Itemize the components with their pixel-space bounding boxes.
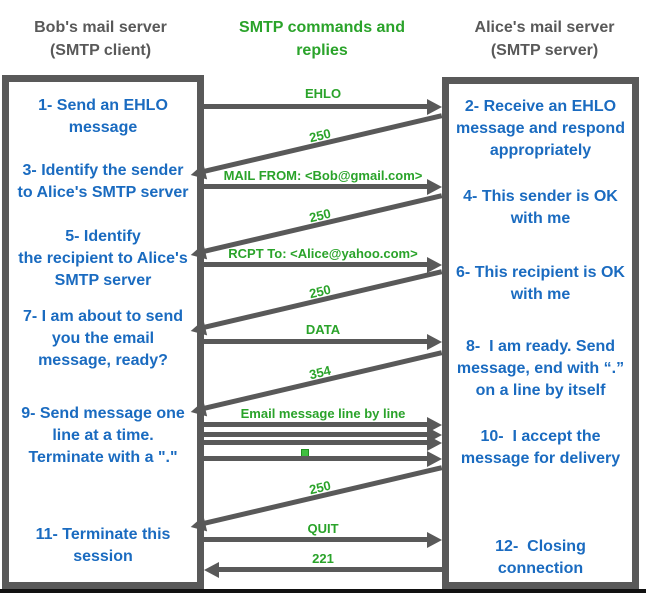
arrow-email-terminator: [204, 450, 442, 467]
arrow-reply-354: [203, 350, 443, 411]
server-step-4: 4- This sender is OK with me: [463, 188, 618, 227]
arrow-data: [204, 333, 442, 350]
arrow-reply-250-2: [203, 193, 443, 254]
label-mail-from: MAIL FROM: <Bob@gmail.com>: [223, 168, 423, 183]
label-email-message: Email message line by line: [240, 406, 406, 421]
client-step-7: 7- I am about to send you the email mess…: [22, 308, 183, 369]
arrow-reply-250-1: [203, 113, 443, 174]
server-step-10: 10- I accept the message for delivery: [460, 428, 621, 467]
arrow-reply-221: [204, 561, 442, 578]
label-rcpt-to: RCPT To: <Alice@yahoo.com>: [228, 246, 418, 261]
label-reply-221: 221: [312, 551, 334, 566]
server-step-8: 8- I am ready. Send message, end with “.…: [456, 338, 625, 399]
arrow-rcpt-to: [204, 256, 442, 273]
client-step-11: 11- Terminate this session: [35, 526, 171, 565]
legend-header: SMTP commands and replies: [239, 19, 405, 59]
client-header: Bob's mail server (SMTP client): [34, 19, 167, 59]
arrow-quit: [204, 531, 442, 548]
client-step-9: 9- Send message one line at a time. Term…: [21, 405, 185, 466]
arrow-ehlo: [204, 98, 442, 115]
client-step-1: 1- Send an EHLO message: [38, 97, 168, 136]
label-quit: QUIT: [307, 521, 339, 536]
client-box: 1- Send an EHLO message 3- Identify the …: [2, 75, 204, 589]
label-data: DATA: [305, 322, 341, 337]
arrow-reply-250-4: [203, 465, 443, 526]
arrow-reply-250-3: [203, 269, 443, 330]
server-step-2: 2- Receive an EHLO message and respond a…: [456, 98, 625, 159]
server-header: Alice's mail server (SMTP server): [474, 19, 615, 59]
arrow-email-line-3: [204, 434, 442, 451]
client-step-3: 3- Identify the sender to Alice's SMTP s…: [17, 162, 189, 201]
arrow-mail-from: [204, 178, 442, 195]
client-step-5: 5- Identify the recipient to Alice's SMT…: [18, 228, 188, 289]
server-box: 2- Receive an EHLO message and respond a…: [442, 77, 639, 589]
arrow-email-line-2: [204, 426, 442, 443]
server-step-6: 6- This recipient is OK with me: [456, 264, 625, 303]
bottom-border-bar: [0, 589, 646, 593]
label-ehlo: EHLO: [304, 86, 342, 101]
server-step-12: 12- Closing connection: [495, 538, 586, 577]
arrow-email-line-1: [204, 416, 442, 433]
